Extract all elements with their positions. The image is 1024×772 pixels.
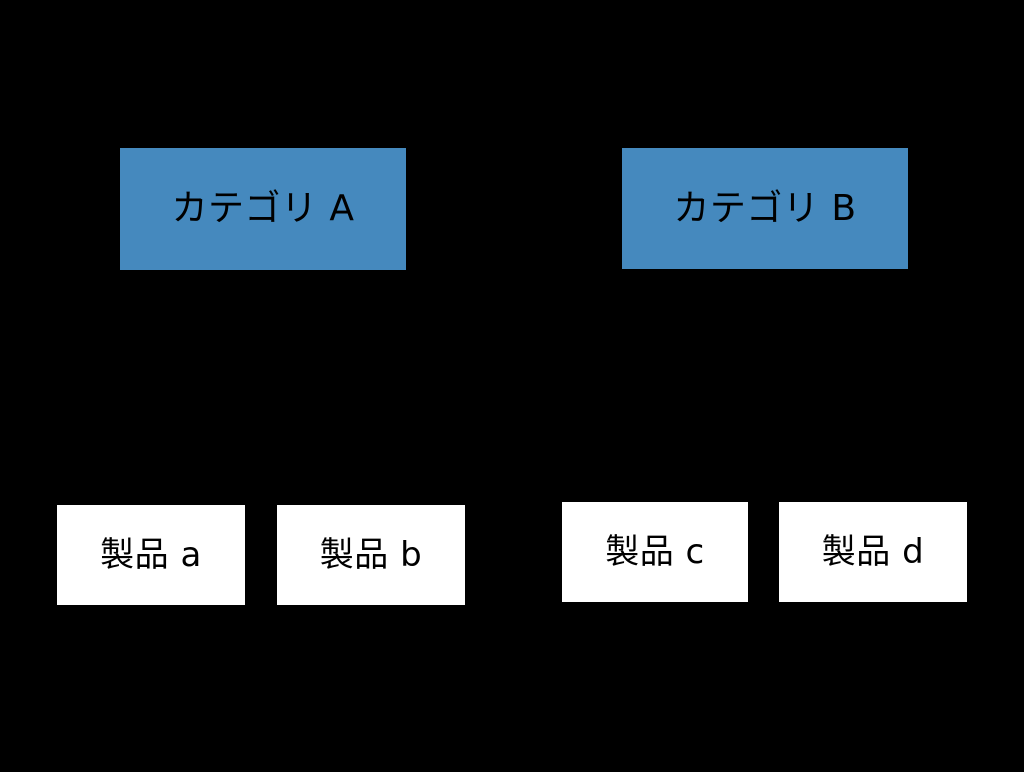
product-node-c[interactable]: 製品 c xyxy=(562,502,748,602)
category-node-a[interactable]: カテゴリ A xyxy=(120,148,406,270)
product-node-b-label: 製品 b xyxy=(319,535,423,575)
product-node-b[interactable]: 製品 b xyxy=(277,505,465,605)
product-node-c-label: 製品 c xyxy=(605,532,705,572)
category-node-b[interactable]: カテゴリ B xyxy=(622,148,908,269)
product-node-a[interactable]: 製品 a xyxy=(57,505,245,605)
product-node-a-label: 製品 a xyxy=(100,535,202,575)
category-node-b-label: カテゴリ B xyxy=(673,187,857,229)
product-node-d[interactable]: 製品 d xyxy=(779,502,967,602)
product-node-d-label: 製品 d xyxy=(821,532,925,572)
category-node-a-label: カテゴリ A xyxy=(171,188,355,229)
